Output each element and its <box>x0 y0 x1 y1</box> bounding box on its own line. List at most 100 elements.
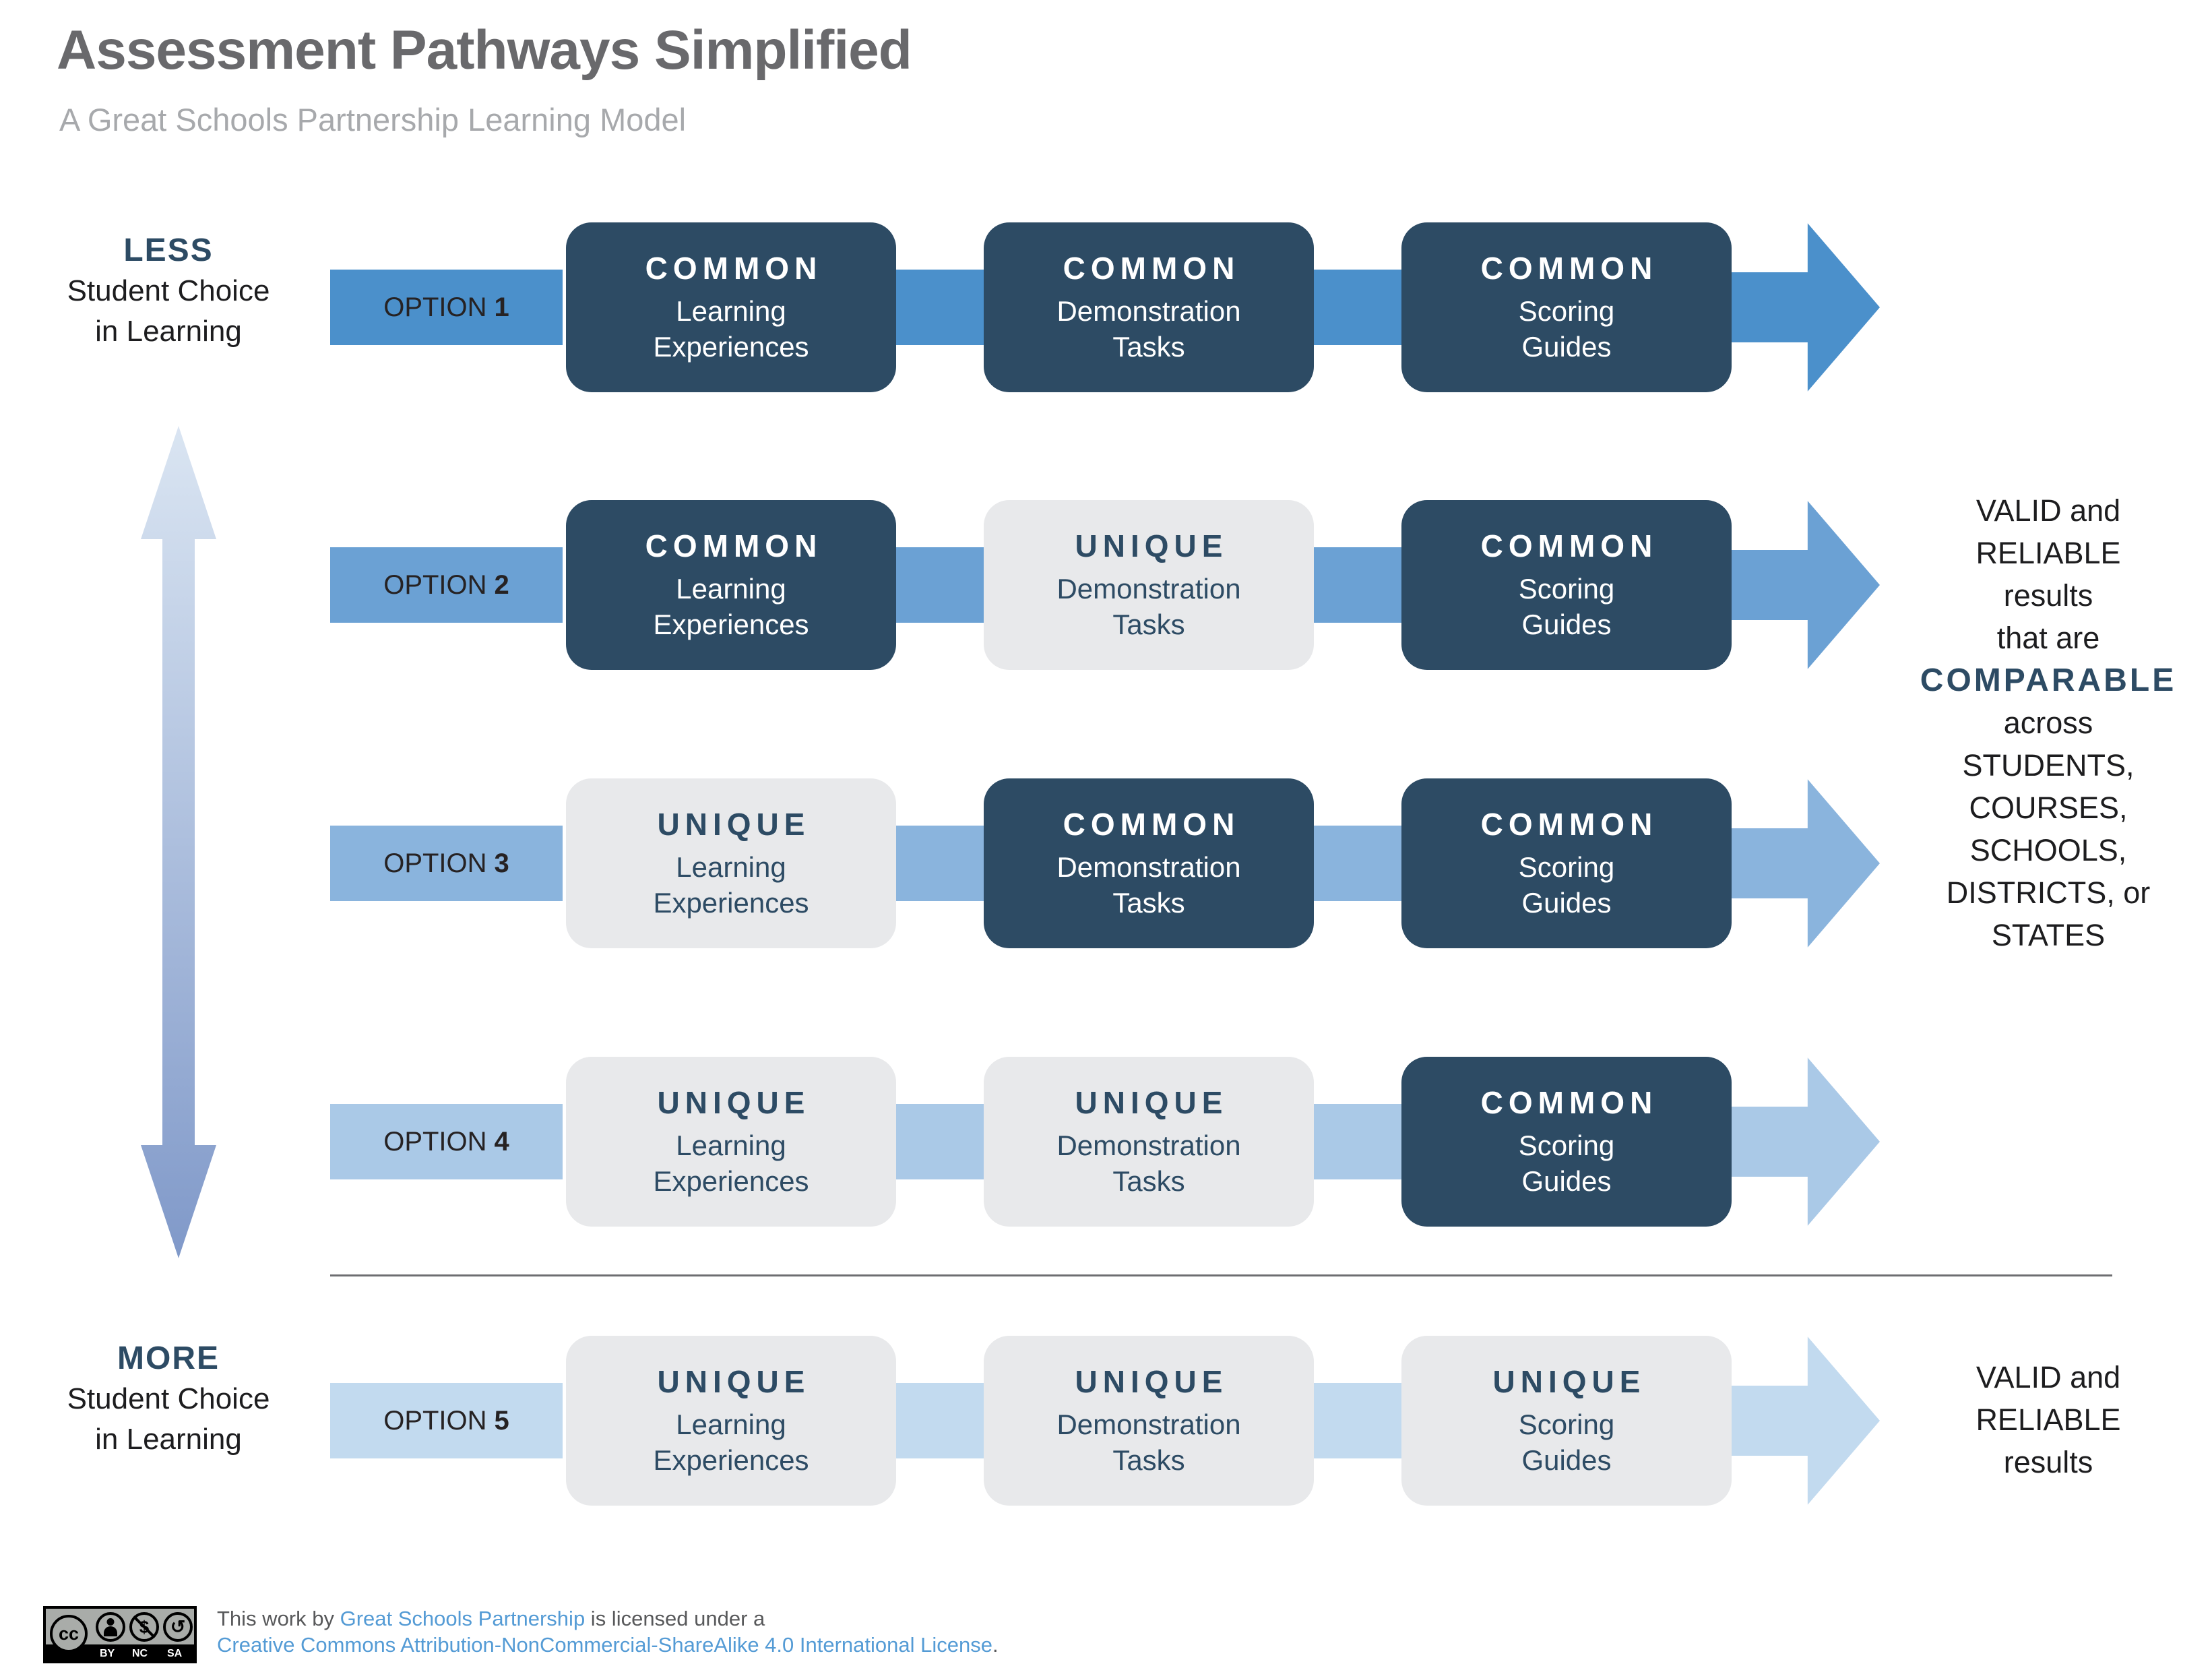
outcome-comparable-text: VALID and RELIABLE results that are COMP… <box>1893 489 2203 956</box>
stage-kind-label: COMMON <box>645 528 823 563</box>
stage-kind-label: UNIQUE <box>657 807 811 842</box>
stage-kind-label: UNIQUE <box>657 1364 811 1399</box>
outcome-highlight-comparable: COMPARABLE <box>1920 662 2177 698</box>
flow-arrow-icon <box>1726 501 1880 669</box>
stage-line: Learning <box>676 573 786 605</box>
stage-kind-label: UNIQUE <box>1075 1085 1228 1120</box>
stage-line: Learning <box>676 851 786 883</box>
flow-arrow-icon <box>1726 779 1880 948</box>
outcome-line: STATES <box>1991 918 2106 952</box>
stage-kind-label: COMMON <box>1480 1085 1658 1120</box>
option-tab-number: 1 <box>494 292 509 322</box>
stage-line: Guides <box>1521 1165 1612 1197</box>
person-body <box>104 1626 117 1636</box>
page-title: Assessment Pathways Simplified <box>57 20 912 81</box>
option-tab-number: 5 <box>494 1405 509 1436</box>
stage-line: Tasks <box>1112 887 1185 919</box>
stage-box-learning-experiences: UNIQUE Learning Experiences <box>566 1336 896 1506</box>
cc-nc-label: NC <box>132 1648 148 1659</box>
stage-box-learning-experiences: UNIQUE Learning Experiences <box>566 778 896 948</box>
stage-line: Demonstration <box>1056 1130 1241 1161</box>
stage-line: Tasks <box>1112 609 1185 640</box>
section-divider <box>330 1274 2112 1276</box>
stage-kind-label: COMMON <box>1480 251 1658 286</box>
outcome-line: RELIABLE <box>1976 1403 2121 1437</box>
person-head <box>106 1618 115 1626</box>
cc-badge-strip: BY NC SA <box>46 1644 194 1661</box>
stage-kind-label: COMMON <box>1480 528 1658 563</box>
stage-line: Guides <box>1521 887 1612 919</box>
stage-box-demonstration-tasks: UNIQUE Demonstration Tasks <box>984 500 1314 670</box>
option-tab-label: OPTION <box>383 848 487 878</box>
connector <box>1300 547 1415 623</box>
stage-kind-label: UNIQUE <box>1492 1364 1646 1399</box>
page-subtitle: A Great Schools Partnership Learning Mod… <box>59 102 687 137</box>
stage-box-scoring-guides: COMMON Scoring Guides <box>1401 222 1732 392</box>
connector <box>883 547 997 623</box>
license-text: This work by Great Schools Partnership i… <box>217 1605 999 1658</box>
stage-line: Experiences <box>653 887 809 919</box>
outcome-valid-reliable-text: VALID and RELIABLE results <box>1893 1356 2203 1483</box>
sa-arrow-icon: ↺ <box>163 1612 193 1642</box>
cc-logo-icon: cc <box>50 1615 88 1653</box>
sa-arrow-glyph: ↺ <box>170 1616 186 1637</box>
outcome-line: SCHOOLS, <box>1969 833 2127 867</box>
stage-kind-label: COMMON <box>645 251 823 286</box>
flow-arrow-icon <box>1726 1057 1880 1226</box>
author-link[interactable]: Great Schools Partnership <box>340 1607 586 1630</box>
stage-line: Experiences <box>653 1165 809 1197</box>
license-line-1: This work by Great Schools Partnership i… <box>217 1605 999 1632</box>
connector <box>883 1104 997 1179</box>
stage-line: Guides <box>1521 1444 1612 1476</box>
stage-line: Demonstration <box>1056 1409 1241 1440</box>
option-tab-label: OPTION <box>383 292 487 322</box>
stage-line: Tasks <box>1112 1165 1185 1197</box>
stage-line: Tasks <box>1112 331 1185 363</box>
stage-line: Demonstration <box>1056 851 1241 883</box>
connector <box>1300 1383 1415 1458</box>
stage-line: Scoring <box>1518 573 1615 605</box>
option-tab-label: OPTION <box>383 1126 487 1157</box>
stage-box-demonstration-tasks: COMMON Demonstration Tasks <box>984 778 1314 948</box>
stage-line: Learning <box>676 1130 786 1161</box>
outcome-line: RELIABLE <box>1976 536 2121 570</box>
license-link[interactable]: Creative Commons Attribution-NonCommerci… <box>217 1633 992 1657</box>
outcome-line: COURSES, <box>1969 791 2128 825</box>
outcome-line: STUDENTS, <box>1962 748 2135 782</box>
connector <box>1300 1104 1415 1179</box>
more-emphasis: MORE <box>117 1341 220 1376</box>
more-line2: in Learning <box>95 1423 242 1456</box>
connector <box>1300 270 1415 345</box>
stage-box-learning-experiences: COMMON Learning Experiences <box>566 500 896 670</box>
stage-line: Experiences <box>653 331 809 363</box>
stage-line: Scoring <box>1518 1130 1615 1161</box>
license-suffix: . <box>992 1633 999 1657</box>
stage-box-learning-experiences: UNIQUE Learning Experiences <box>566 1057 896 1227</box>
stage-line: Guides <box>1521 331 1612 363</box>
option-tab-number: 3 <box>494 848 509 878</box>
less-emphasis: LESS <box>123 233 214 268</box>
stage-box-demonstration-tasks: COMMON Demonstration Tasks <box>984 222 1314 392</box>
outcome-line: DISTRICTS, or <box>1946 875 2151 910</box>
stage-kind-label: UNIQUE <box>1075 1364 1228 1399</box>
stage-line: Scoring <box>1518 295 1615 327</box>
stage-line: Scoring <box>1518 851 1615 883</box>
stage-line: Guides <box>1521 609 1612 640</box>
cc-license-badge: BY NC SA cc $ ↺ <box>43 1606 197 1663</box>
flow-arrow-icon <box>1726 223 1880 392</box>
outcome-line: results <box>2003 1445 2093 1479</box>
outcome-line: that are <box>1996 621 2100 655</box>
license-prefix: This work by <box>217 1607 340 1630</box>
more-line1: Student Choice <box>67 1382 270 1415</box>
outcome-line: across <box>2003 706 2093 740</box>
stage-kind-label: UNIQUE <box>657 1085 811 1120</box>
more-student-choice-label: MORE Student Choice in Learning <box>27 1338 310 1460</box>
option-tab-label: OPTION <box>383 1405 487 1436</box>
